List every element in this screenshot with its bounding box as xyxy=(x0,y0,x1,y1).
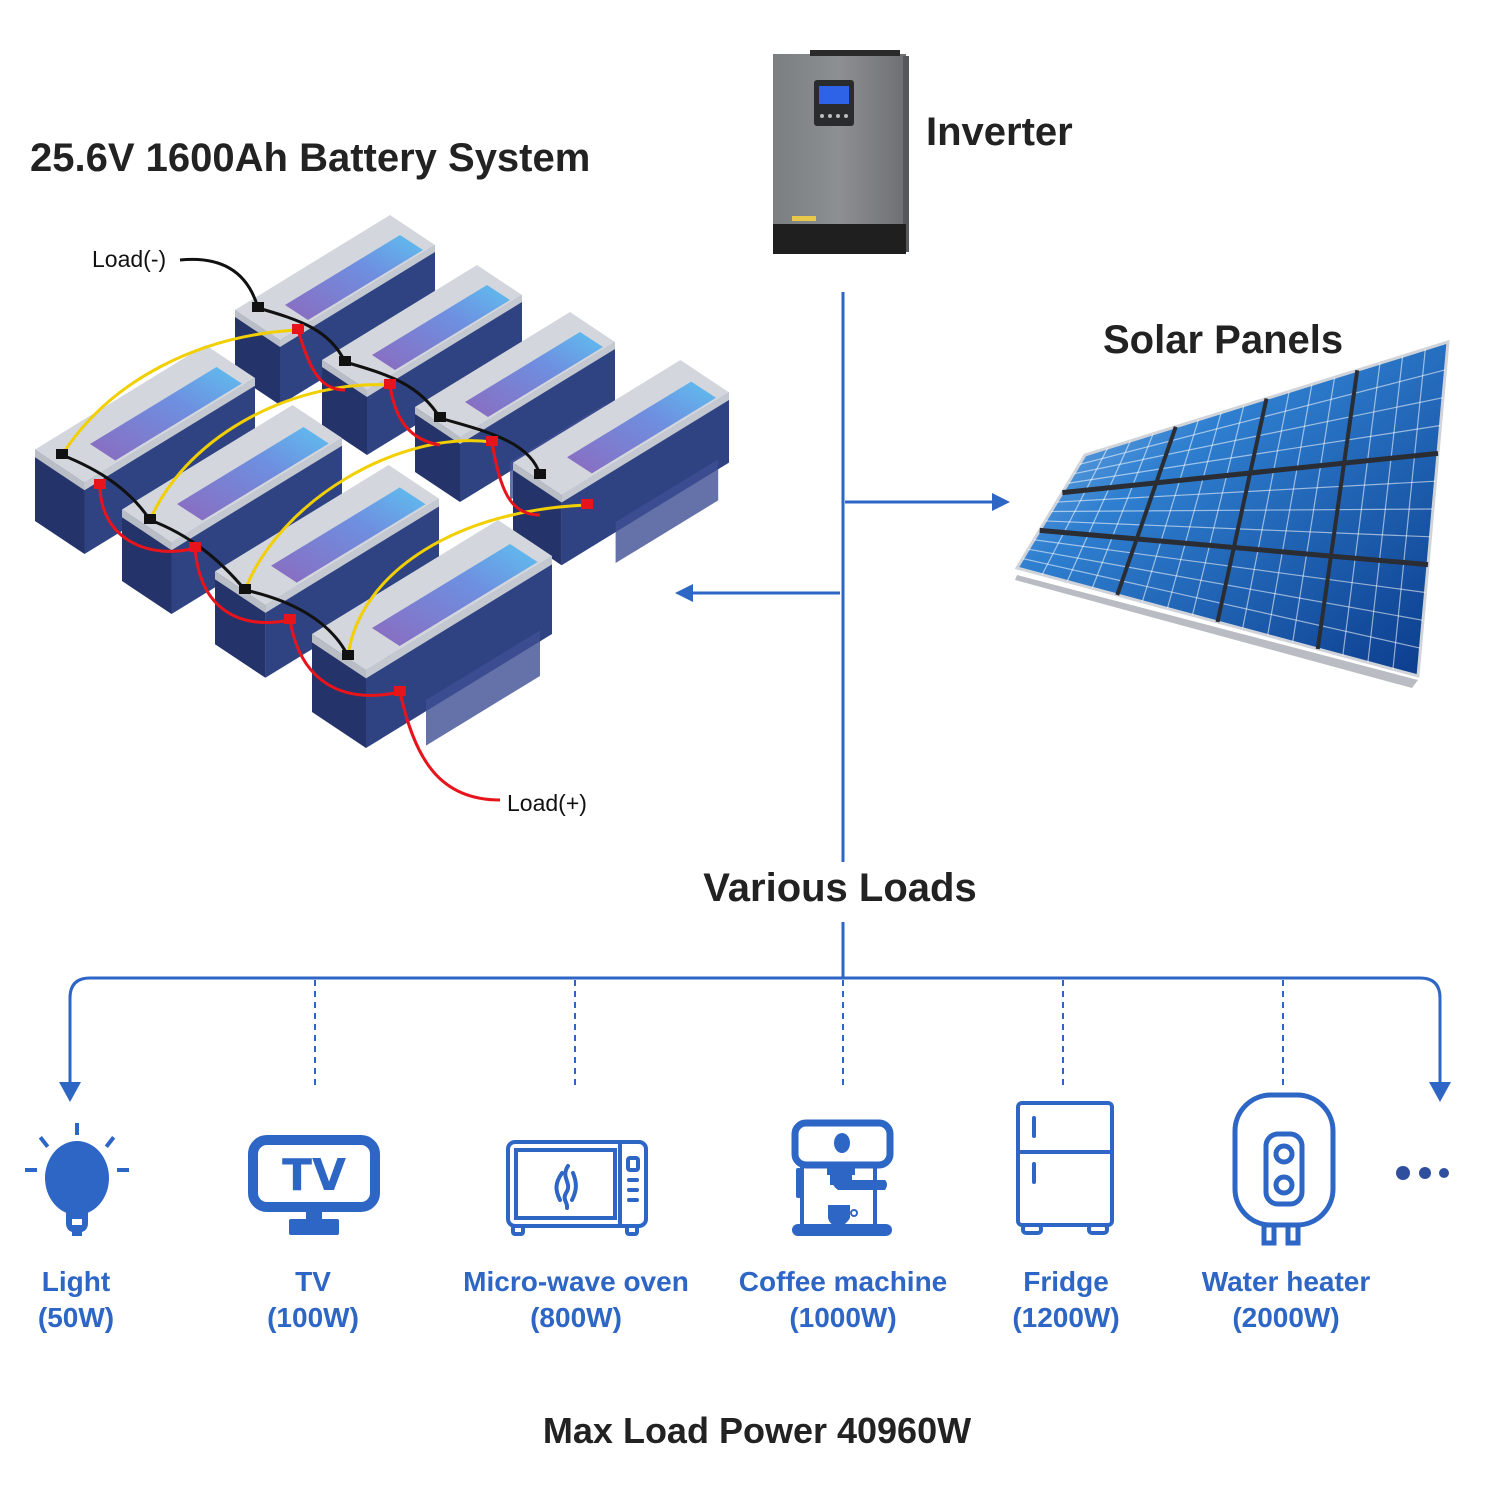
solar-cell-gridline xyxy=(1115,426,1178,596)
load-name: Light xyxy=(41,1266,111,1297)
load-item-water-heater: Water heater (2000W) xyxy=(1156,1264,1416,1336)
arrow-head-down-icon xyxy=(59,1082,81,1102)
solar-cell-gridline xyxy=(1315,369,1360,650)
load-item-microwave: Micro-wave oven (800W) xyxy=(446,1264,706,1336)
load-power: (50W) xyxy=(37,1302,115,1333)
arrow-head-right-icon xyxy=(992,493,1010,511)
tv-icon: TV xyxy=(248,1135,380,1235)
load-positive-wire xyxy=(398,691,501,802)
load-name: Water heater xyxy=(1201,1266,1371,1297)
microwave-icon xyxy=(506,1140,648,1236)
load-item-tv: TV (100W) xyxy=(183,1264,443,1336)
lightbulb-icon xyxy=(25,1123,129,1236)
load-power: (1000W) xyxy=(789,1302,897,1333)
inverter-image xyxy=(773,50,909,254)
water-heater-icon xyxy=(1232,1092,1336,1246)
load-name: Coffee machine xyxy=(738,1266,948,1297)
arrow-head-down-icon xyxy=(1429,1082,1451,1102)
load-positive-label: Load(+) xyxy=(507,790,587,816)
load-negative-wire xyxy=(179,257,260,309)
load-bus-line xyxy=(68,976,1442,1090)
ellipsis-icon xyxy=(1396,1166,1449,1180)
load-power: (100W) xyxy=(267,1302,359,1333)
load-name: TV xyxy=(295,1266,331,1297)
load-power: (800W) xyxy=(530,1302,622,1333)
coffee-machine-icon xyxy=(791,1119,894,1236)
fridge-icon xyxy=(1016,1101,1114,1235)
load-power: (1200W) xyxy=(1012,1302,1120,1333)
load-power: (2000W) xyxy=(1232,1302,1340,1333)
arrow-head-left-icon xyxy=(675,584,693,602)
various-loads-title: Various Loads xyxy=(703,866,977,910)
load-name: Micro-wave oven xyxy=(463,1266,689,1297)
solar-cell-gridline xyxy=(1062,450,1439,496)
svg-text:TV: TV xyxy=(282,1150,346,1201)
solar-cell-gridline xyxy=(1039,527,1429,568)
load-item-light: Light (50W) xyxy=(0,1264,206,1336)
inverter-label: Inverter xyxy=(926,110,1073,154)
solar-panels-label: Solar Panels xyxy=(1103,318,1344,362)
inverter-screen xyxy=(819,86,849,104)
solar-cell-gridline xyxy=(1215,398,1269,623)
max-load-power: Max Load Power 40960W xyxy=(542,1410,972,1451)
load-item-coffee-machine: Coffee machine (1000W) xyxy=(713,1264,973,1336)
load-name: Fridge xyxy=(1023,1266,1109,1297)
load-negative-label: Load(-) xyxy=(92,246,167,272)
battery-system-title: 25.6V 1600Ah Battery System xyxy=(30,136,591,180)
load-item-fridge: Fridge (1200W) xyxy=(936,1264,1196,1336)
